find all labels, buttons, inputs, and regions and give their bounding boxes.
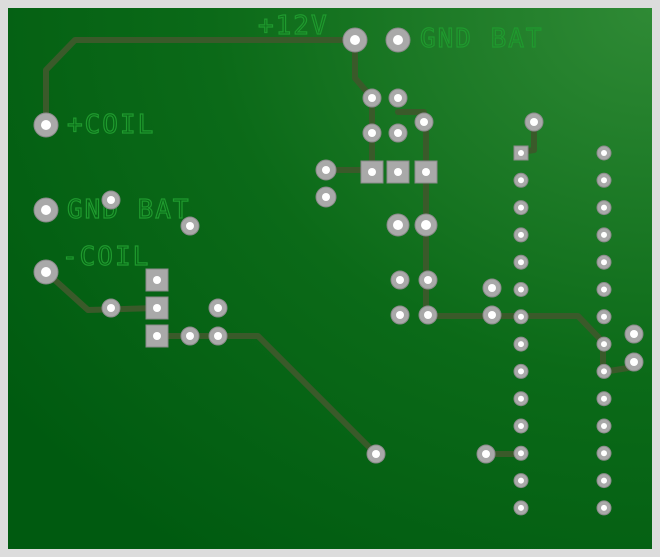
label-gnd-bat-top: GND BAT	[420, 24, 544, 54]
drill-hole-32	[488, 311, 496, 319]
drill-hole-14	[368, 94, 376, 102]
drill-hole-60	[601, 450, 607, 457]
trace-minus-coil	[43, 269, 160, 313]
drill-hole-4	[41, 267, 51, 277]
drill-hole-27	[396, 276, 404, 284]
drill-hole-15	[394, 94, 402, 102]
drill-hole-20	[322, 166, 330, 174]
drill-hole-13	[153, 332, 161, 340]
drill-hole-41	[518, 204, 524, 211]
drill-hole-28	[424, 276, 432, 284]
pcb-substrate	[8, 8, 652, 549]
drill-hole-3	[41, 205, 51, 215]
drill-hole-39	[518, 177, 524, 184]
drill-hole-26	[421, 220, 431, 230]
drill-hole-19	[530, 118, 538, 126]
drill-hole-16	[368, 129, 376, 137]
drill-hole-36	[482, 450, 490, 458]
drill-hole-54	[601, 368, 607, 375]
drill-hole-42	[601, 204, 607, 211]
drill-hole-45	[518, 259, 524, 266]
drill-hole-22	[368, 168, 376, 176]
drill-hole-17	[394, 129, 402, 137]
drill-hole-31	[488, 284, 496, 292]
drill-hole-62	[601, 477, 607, 484]
drill-hole-33	[630, 330, 638, 338]
label-plus12v: +12V	[258, 11, 329, 41]
drill-hole-7	[107, 304, 115, 312]
drill-hole-25	[393, 220, 403, 230]
drill-hole-10	[214, 332, 222, 340]
label-minus-coil: -COIL	[62, 242, 150, 272]
drill-hole-30	[424, 311, 432, 319]
pad-layer	[33, 27, 644, 516]
drill-hole-9	[186, 332, 194, 340]
drill-hole-1	[393, 35, 403, 45]
drill-hole-56	[601, 395, 607, 402]
drill-hole-37	[518, 150, 524, 156]
drill-hole-53	[518, 368, 524, 375]
drill-hole-0	[350, 35, 360, 45]
drill-hole-18	[420, 118, 428, 126]
drill-hole-59	[518, 450, 524, 457]
drill-hole-12	[153, 304, 161, 312]
drill-hole-40	[601, 177, 607, 184]
drill-hole-51	[518, 341, 524, 348]
drill-hole-63	[518, 504, 524, 511]
drill-hole-43	[518, 231, 524, 238]
drill-hole-64	[601, 504, 607, 511]
drill-hole-61	[518, 477, 524, 484]
drill-hole-55	[518, 395, 524, 402]
label-plus-coil: +COIL	[67, 110, 155, 140]
drill-hole-35	[372, 450, 380, 458]
drill-hole-23	[394, 168, 402, 176]
drill-hole-47	[518, 286, 524, 293]
drill-hole-29	[396, 311, 404, 319]
drill-hole-11	[153, 276, 161, 284]
drill-hole-46	[601, 259, 607, 266]
drill-hole-2	[41, 120, 51, 130]
drill-hole-24	[422, 168, 430, 176]
drill-hole-8	[214, 304, 222, 312]
drill-hole-52	[601, 341, 607, 348]
drill-hole-6	[186, 222, 194, 230]
silkscreen-layer: +12V GND BAT +COIL GND BAT -COIL	[61, 10, 544, 272]
drill-hole-57	[518, 423, 524, 429]
drill-hole-58	[601, 423, 607, 429]
drill-hole-50	[601, 313, 607, 320]
drill-hole-34	[630, 358, 638, 366]
drill-hole-49	[518, 313, 524, 320]
drill-hole-44	[601, 231, 607, 238]
trace-plus12v-to-plus-coil	[43, 37, 358, 128]
label-gnd-bat-left: GND BAT	[67, 195, 191, 225]
drill-hole-38	[601, 150, 607, 156]
drill-hole-5	[107, 196, 115, 204]
drill-hole-21	[322, 193, 330, 201]
drill-hole-48	[601, 286, 607, 293]
